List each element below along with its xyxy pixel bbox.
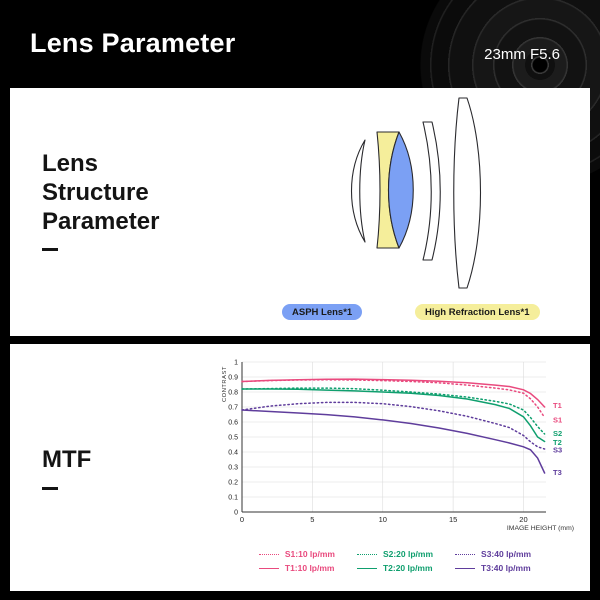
lens-structure-panel: Lens Structure Parameter ASPH Lens*1 Hig… — [10, 88, 590, 336]
svg-text:0.4: 0.4 — [228, 449, 238, 456]
legend-label: S1:10 lp/mm — [284, 549, 335, 559]
legend-line-sample — [356, 567, 377, 569]
high-refraction-lens-badge: High Refraction Lens*1 — [415, 304, 540, 320]
svg-text:0.8: 0.8 — [228, 389, 238, 396]
legend-label: S3:40 lp/mm — [481, 549, 532, 559]
header: Lens Parameter 23mm F5.6 — [0, 0, 600, 185]
svg-text:1: 1 — [234, 359, 238, 366]
legend-label: T3:40 lp/mm — [481, 563, 531, 573]
title-underline-dash — [42, 248, 58, 252]
mtf-panel-title: MTF — [42, 446, 91, 490]
legend-label: S2:20 lp/mm — [382, 549, 434, 559]
svg-text:0.9: 0.9 — [228, 374, 238, 381]
legend-label: T2:20 lp/mm — [382, 563, 433, 573]
svg-text:0.1: 0.1 — [228, 494, 238, 501]
svg-text:0: 0 — [240, 515, 244, 524]
svg-text:5: 5 — [310, 515, 314, 524]
page-title: Lens Parameter — [30, 28, 236, 58]
legend-line-sample — [455, 567, 476, 569]
svg-text:T1: T1 — [553, 401, 562, 410]
svg-text:S3: S3 — [553, 445, 562, 454]
svg-text:T2: T2 — [553, 438, 562, 447]
svg-text:20: 20 — [519, 515, 527, 524]
svg-text:CONTRAST: CONTRAST — [222, 366, 228, 402]
title-underline-dash — [42, 486, 58, 490]
legend-item: T3:40 lp/mm — [455, 563, 531, 573]
svg-text:0.5: 0.5 — [228, 434, 238, 441]
asph-lens-badge: ASPH Lens*1 — [282, 304, 363, 320]
svg-text:0.6: 0.6 — [228, 419, 238, 426]
legend-line-sample — [258, 553, 279, 555]
svg-text:T3: T3 — [553, 468, 562, 477]
legend-item: S3:40 lp/mm — [455, 549, 531, 559]
focal-length-aperture-label: 23mm F5.6 — [484, 46, 560, 63]
svg-text:0: 0 — [234, 509, 238, 516]
legend-item: S2:20 lp/mm — [356, 549, 434, 559]
structure-title-line-3: Parameter — [42, 207, 160, 235]
structure-panel-title: Lens Structure Parameter — [42, 150, 160, 252]
legend-line-sample — [356, 553, 377, 555]
svg-text:IMAGE HEIGHT (mm): IMAGE HEIGHT (mm) — [507, 525, 574, 532]
legend-line-sample — [258, 567, 279, 569]
legend-item: T1:10 lp/mm — [258, 563, 335, 573]
svg-text:S2: S2 — [553, 429, 562, 438]
lens-structure-diagram — [351, 97, 481, 289]
svg-text:S1: S1 — [553, 415, 562, 424]
svg-text:15: 15 — [449, 515, 457, 524]
legend-label: T1:10 lp/mm — [284, 563, 335, 573]
legend-item: S1:10 lp/mm — [258, 549, 335, 559]
structure-title-line-2: Structure — [42, 178, 149, 206]
lens-element-rear — [453, 97, 481, 289]
svg-text:10: 10 — [379, 515, 387, 524]
svg-text:0.3: 0.3 — [228, 464, 238, 471]
mtf-title-text: MTF — [42, 446, 92, 473]
legend-line-sample — [455, 553, 476, 555]
svg-text:0.7: 0.7 — [228, 404, 238, 411]
lens-element-meniscus — [351, 139, 366, 243]
legend-item: T2:20 lp/mm — [356, 563, 433, 573]
lens-element-asph — [387, 131, 414, 249]
lens-element-thin — [422, 121, 441, 261]
structure-title-line-1: Lens — [42, 150, 99, 177]
svg-text:0.2: 0.2 — [228, 479, 238, 486]
